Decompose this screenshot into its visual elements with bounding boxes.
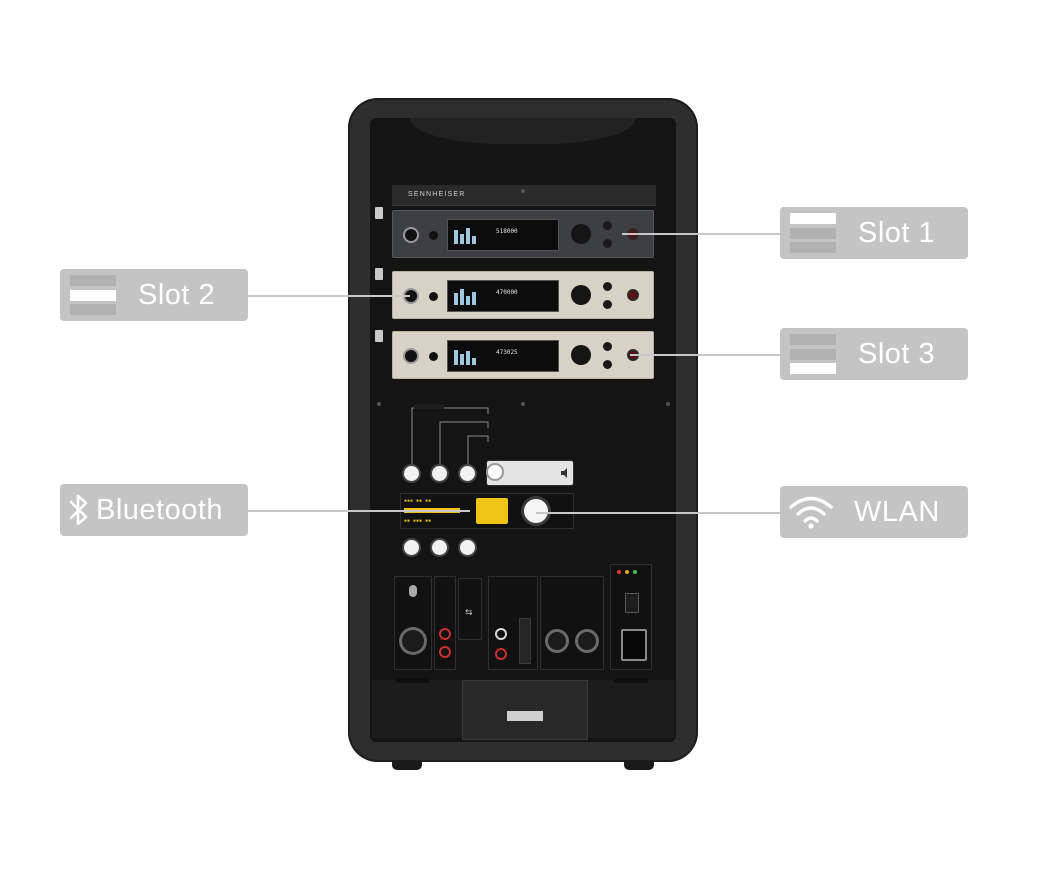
channel-1-gain-knob[interactable] (404, 466, 419, 481)
slot-2-indicator (375, 268, 383, 280)
slot-2-label: Slot 2 (138, 279, 215, 312)
receiver-slot-1: 518000 (392, 210, 654, 258)
receiver-display: 473025 (447, 340, 559, 372)
channel-2-gain-knob[interactable] (432, 466, 447, 481)
channel-2-tone-knob[interactable] (432, 540, 447, 555)
slot-1-callout: Slot 1 (780, 207, 968, 259)
wlan-leader-line (536, 512, 780, 514)
slot-1-label: Slot 1 (858, 217, 935, 250)
slot-3-leader-line (630, 354, 780, 356)
channel-routing-lines (400, 400, 500, 470)
xlr-combo-input[interactable] (402, 630, 424, 652)
brand-logo: SENNHEISER (408, 191, 466, 198)
receiver-display: 518000 (447, 219, 559, 251)
wlan-callout: WLAN (780, 486, 968, 538)
xlr-output-2[interactable] (578, 632, 596, 650)
panel-marking: ▪▪▪ ▪▪ ▪▪ (404, 498, 431, 504)
receiver-frequency: 518000 (496, 228, 518, 235)
speaker-foot-left (392, 761, 422, 770)
receiver-frequency: 473025 (496, 349, 518, 356)
panel-marking: ▪▪ ▪▪▪ ▪▪ (404, 518, 431, 524)
wlan-control-knob[interactable] (524, 499, 548, 523)
status-led-green (633, 570, 637, 574)
rca-input-white[interactable] (441, 630, 449, 638)
slot-3-callout: Slot 3 (780, 328, 968, 380)
cable-notch (614, 678, 648, 683)
bluetooth-callout: Bluetooth (60, 484, 248, 536)
speaker-volume-icon (560, 468, 570, 478)
volume-knob[interactable] (429, 352, 438, 361)
screw (377, 402, 381, 406)
rca-input-red[interactable] (441, 648, 449, 656)
receiver-button[interactable] (603, 282, 612, 291)
usb-module: ⇆ (458, 578, 482, 640)
slot-1-indicator (375, 207, 383, 219)
bluetooth-label: Bluetooth (96, 494, 223, 527)
volume-knob[interactable] (429, 292, 438, 301)
slot-2-leader-line (248, 295, 410, 297)
screw (521, 402, 525, 406)
slot-1-leader-line (622, 233, 780, 235)
volume-knob[interactable] (429, 231, 438, 240)
bluetooth-icon (68, 493, 90, 527)
receiver-button[interactable] (603, 221, 612, 230)
status-led-amber (625, 570, 629, 574)
headphone-jack (405, 350, 417, 362)
slot-3-label: Slot 3 (858, 338, 935, 371)
cable-notch (396, 678, 430, 683)
slot-2-icon (70, 275, 116, 315)
aux-rca-red[interactable] (497, 650, 505, 658)
rating-plate (462, 680, 588, 740)
receiver-slot-3: 473025 (392, 331, 654, 379)
master-volume-knob[interactable] (488, 465, 502, 479)
pairing-button[interactable] (476, 498, 508, 524)
xlr-output-1[interactable] (548, 632, 566, 650)
receiver-frequency: 470000 (496, 289, 518, 296)
receiver-button[interactable] (603, 239, 612, 248)
slot-2-callout: Slot 2 (60, 269, 248, 321)
receiver-slot-2: 470000 (392, 271, 654, 319)
screw (666, 402, 670, 406)
channel-3-gain-knob[interactable] (460, 466, 475, 481)
microphone-icon (409, 585, 417, 597)
channel-1-tone-knob[interactable] (404, 540, 419, 555)
usb-icon: ⇆ (465, 607, 473, 618)
jog-wheel[interactable] (571, 345, 591, 365)
receiver-button[interactable] (603, 300, 612, 309)
bluetooth-leader-line (248, 510, 470, 512)
status-led-red (617, 570, 621, 574)
speaker-foot-right (624, 761, 654, 770)
barcode-label (507, 711, 543, 721)
link-switch[interactable] (519, 618, 531, 664)
mic-input-module (394, 576, 432, 670)
slot-3-icon (790, 334, 836, 374)
power-switch[interactable] (625, 593, 639, 613)
jog-wheel[interactable] (571, 224, 591, 244)
receiver-button[interactable] (603, 342, 612, 351)
jog-wheel[interactable] (571, 285, 591, 305)
screw (521, 189, 525, 193)
slot-1-icon (790, 213, 836, 253)
aux-rca-white[interactable] (497, 630, 505, 638)
receiver-button[interactable] (603, 360, 612, 369)
iec-power-socket[interactable] (621, 629, 647, 661)
wlan-label: WLAN (854, 496, 940, 529)
power-module (610, 564, 652, 670)
receiver-display: 470000 (447, 280, 559, 312)
line-output-module (540, 576, 604, 670)
channel-3-tone-knob[interactable] (460, 540, 475, 555)
headphone-jack (405, 229, 417, 241)
sync-led (629, 291, 637, 299)
wifi-icon (788, 494, 834, 530)
slot-3-indicator (375, 330, 383, 342)
